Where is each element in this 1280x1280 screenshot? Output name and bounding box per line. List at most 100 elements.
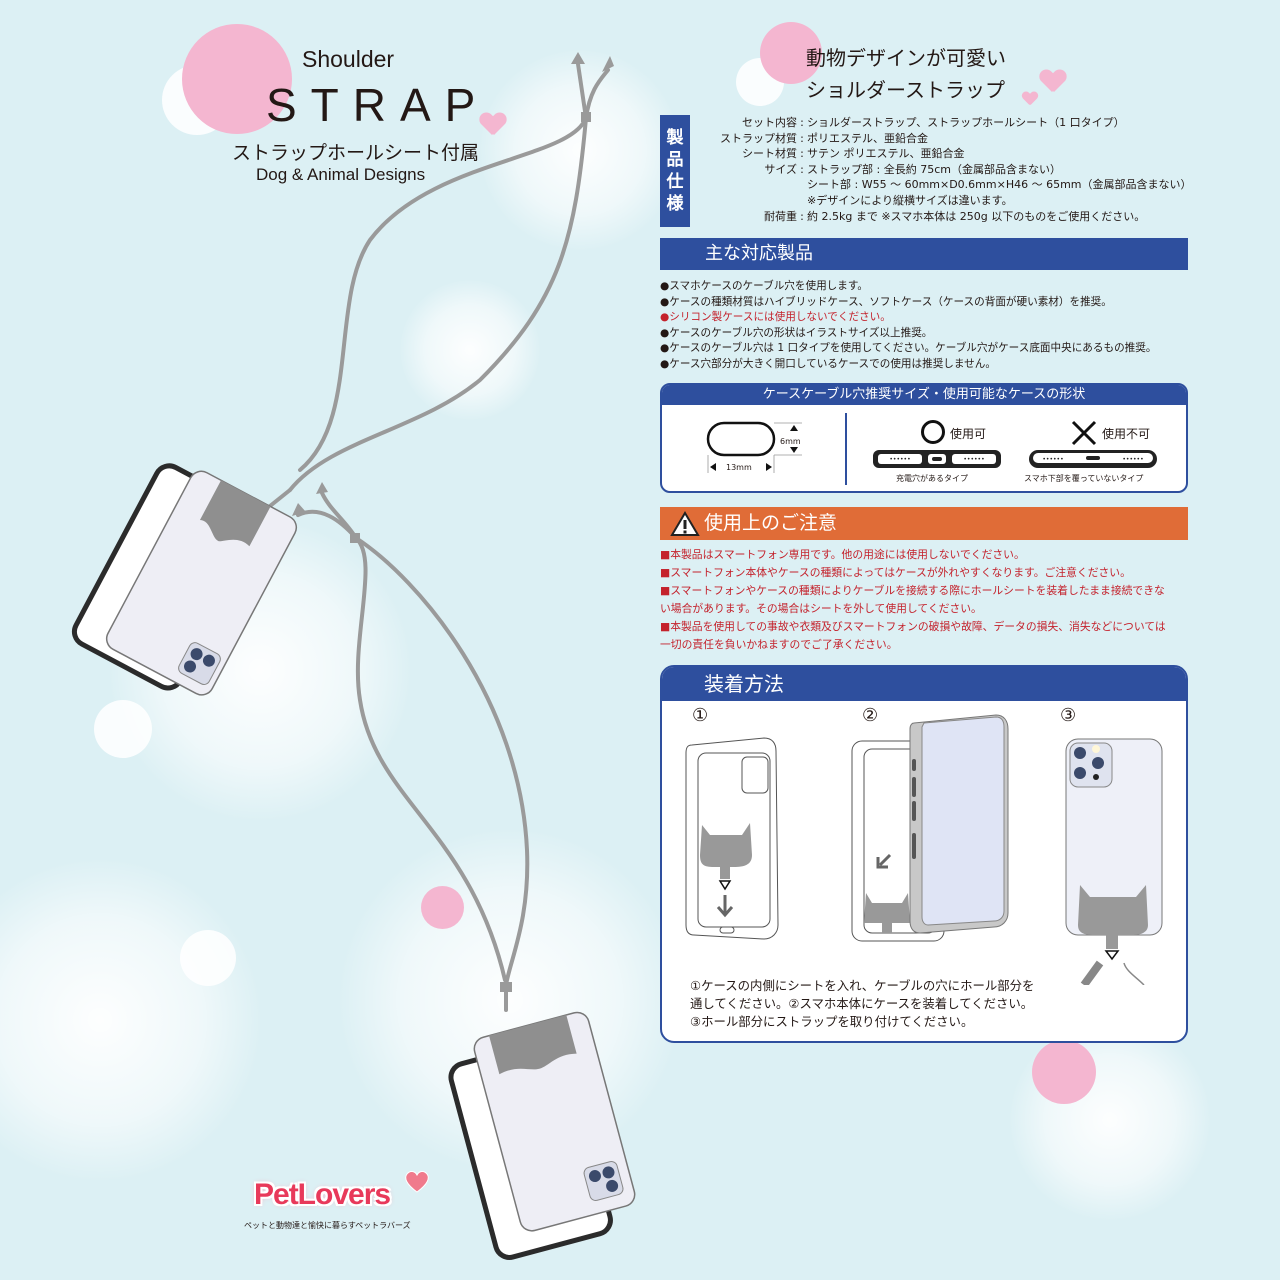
install-instructions: ①ケースの内側にシートを入れ、ケーブルの穴にホール部分を 通してください。②スマ… [690, 977, 1034, 1031]
spec-colon [797, 177, 807, 193]
compat-item: ●ケースの種類材質はハイブリッドケース、ソフトケース（ケースの背面が硬い素材）を… [660, 295, 1112, 308]
brand-heart-icon [405, 1171, 429, 1193]
install-box: 装着方法 ① ② ③ [660, 665, 1188, 1043]
compat-header: 主な対応製品 [660, 238, 1188, 270]
compat-item: ●ケース穴部分が大きく開口しているケースでの使用は推奨しません。 [660, 357, 996, 370]
headline-line2: ショルダーストラップ [806, 78, 1005, 102]
bubble [180, 930, 236, 986]
hole-width-label: 13mm [726, 463, 752, 472]
caution-title: 使用上のご注意 [704, 512, 838, 534]
specs-tag-char: 品 [666, 150, 684, 170]
step3-illustration [1065, 738, 1163, 985]
step-number: ② [862, 705, 879, 726]
caution-list: ■本製品はスマートフォン専用です。他の用途には使用しないでください。 ■スマート… [660, 546, 1190, 654]
spec-colon: : [800, 162, 804, 176]
hole-height-label: 6mm [780, 437, 801, 446]
spec-colon [797, 193, 807, 209]
caution-header: 使用上のご注意 [660, 507, 1188, 540]
spec-key [700, 177, 797, 193]
step1-illustration [685, 737, 779, 940]
ng-caption: スマホ下部を覆っていないタイプ [1024, 474, 1144, 483]
spec-key: セット内容 [742, 116, 797, 129]
specs-table: セット内容:ショルダーストラップ、ストラップホールシート（1 口タイプ） ストラ… [700, 115, 1192, 224]
compat-item: ●ケースのケーブル穴は 1 口タイプを使用してください。ケーブル穴がケース底面中… [660, 342, 1157, 355]
hero-subtitle-jp: ストラップホールシート付属 [232, 142, 480, 164]
spec-key [700, 193, 797, 209]
spec-value: シート部 : W55 ～ 60mm×D0.6mm×H46 ～ 65mm（金属部品… [807, 178, 1192, 192]
heart-icon [1022, 92, 1038, 106]
headline-line1: 動物デザインが可愛い [806, 46, 1006, 70]
case-bottom-ok-icon: •••••• •••••• [873, 450, 1001, 468]
ok-label: 使用可 [950, 427, 987, 441]
bubble [760, 22, 822, 84]
hero-eyebrow: Shoulder [302, 46, 395, 72]
spec-row: ストラップ材質:ポリエステル、亜鉛合金 [700, 131, 1192, 147]
caution-item: ■スマートフォン本体やケースの種類によってはケースが外れやすくなります。ご注意く… [660, 566, 1131, 579]
caution-item: 一切の責任を負いかねますのでご了承ください。 [660, 638, 898, 651]
install-instruction-line: ①ケースの内側にシートを入れ、ケーブルの穴にホール部分を [690, 978, 1035, 993]
spec-row: シート部 : W55 ～ 60mm×D0.6mm×H46 ～ 65mm（金属部品… [700, 177, 1192, 193]
compat-list: ●スマホケースのケーブル穴を使用します。 ●ケースの種類材質はハイブリッドケース… [660, 279, 1156, 373]
spec-value: 約 2.5kg まで ※スマホ本体は 250g 以下のものをご使用ください。 [807, 209, 1146, 223]
brand-logo: PetLovers [254, 1178, 391, 1211]
spec-key: シート材質 [742, 147, 797, 161]
svg-text:••••••: •••••• [1042, 456, 1063, 463]
bg-glow [0, 860, 260, 1180]
size-guide-header: ケースケーブル穴推奨サイズ・使用可能なケースの形状 [662, 385, 1186, 405]
spec-value: ショルダーストラップ、ストラップホールシート（1 口タイプ） [807, 116, 1125, 129]
spec-colon: : [800, 209, 804, 223]
ng-label: 使用不可 [1102, 427, 1151, 441]
spec-value: ストラップ部 : 全長約 75cm（金属部品含まない） [807, 162, 1061, 176]
strap-illustration [71, 52, 636, 1260]
brand-tagline: ペットと動物達と愉快に暮らすペットラバーズ [244, 1221, 411, 1230]
bubble [1032, 1040, 1096, 1104]
spec-row: 耐荷重:約 2.5kg まで ※スマホ本体は 250g 以下のものをご使用くださ… [700, 209, 1192, 225]
spec-row: シート材質:サテン ポリエステル、亜鉛合金 [700, 146, 1192, 162]
svg-text:••••••: •••••• [1122, 456, 1143, 463]
spec-value: サテン ポリエステル、亜鉛合金 [807, 147, 965, 161]
spec-value: ポリエステル、亜鉛合金 [807, 131, 928, 145]
hole-size-diagram [706, 421, 802, 473]
headline: 動物デザインが可愛い ショルダーストラップ [806, 42, 1006, 106]
spec-colon: : [800, 131, 804, 145]
caution-item: ■スマートフォンやケースの種類によりケーブルを接続する際にホールシートを装着した… [660, 584, 1165, 597]
ok-circle-icon [921, 420, 945, 444]
heart-icon [1040, 70, 1066, 94]
specs-tag-char: 様 [666, 194, 684, 214]
caution-item: い場合があります。その場合はシートを外して使用してください。 [660, 602, 982, 615]
caution-item: ■本製品を使用しての事故や衣類及びスマートフォンの破損や故障、データの損失、消失… [660, 620, 1166, 633]
size-guide-box: ケースケーブル穴推奨サイズ・使用可能なケースの形状 6mm 13mm 使用可 •… [660, 383, 1188, 493]
step2-illustration [851, 714, 1009, 942]
install-instruction-line: 通してください。②スマホ本体にケースを装着してください。 [690, 996, 1034, 1011]
install-header: 装着方法 [662, 667, 1186, 701]
spec-key: ストラップ材質 [720, 131, 797, 145]
spec-key: サイズ [764, 162, 797, 176]
svg-text:••••••: •••••• [963, 456, 984, 463]
divider [845, 413, 847, 485]
bubble [182, 24, 292, 134]
spec-key: 耐荷重 [764, 209, 797, 223]
compat-item-warning: ●シリコン製ケースには使用しないでください。 [660, 311, 891, 324]
specs-tag: 製 品 仕 様 [660, 115, 690, 227]
svg-text:••••••: •••••• [889, 456, 910, 463]
bubble [421, 886, 464, 929]
case-bottom-ng-icon: •••••• •••••• [1029, 450, 1157, 468]
hero-title: STRAP [266, 79, 490, 131]
spec-value: ※デザインにより縦横サイズは違います。 [807, 193, 1013, 207]
specs-tag-char: 仕 [666, 172, 684, 192]
compat-item: ●ケースのケーブル穴の形状はイラストサイズ以上推奨。 [660, 326, 933, 339]
ng-cross-icon [1071, 420, 1097, 446]
spec-colon: : [800, 147, 804, 161]
caution-item: ■本製品はスマートフォン専用です。他の用途には使用しないでください。 [660, 548, 1025, 561]
compat-item: ●スマホケースのケーブル穴を使用します。 [660, 280, 868, 292]
spec-row: セット内容:ショルダーストラップ、ストラップホールシート（1 口タイプ） [700, 115, 1192, 131]
spec-colon: : [800, 116, 804, 129]
specs-tag-char: 製 [666, 128, 684, 148]
hero-subtitle-en: Dog & Animal Designs [256, 165, 426, 184]
warning-icon [670, 511, 700, 536]
step-number: ③ [1060, 705, 1077, 726]
step-number: ① [692, 705, 709, 726]
bubble [94, 700, 152, 758]
bg-glow [400, 280, 540, 420]
spec-row: ※デザインにより縦横サイズは違います。 [700, 193, 1192, 209]
